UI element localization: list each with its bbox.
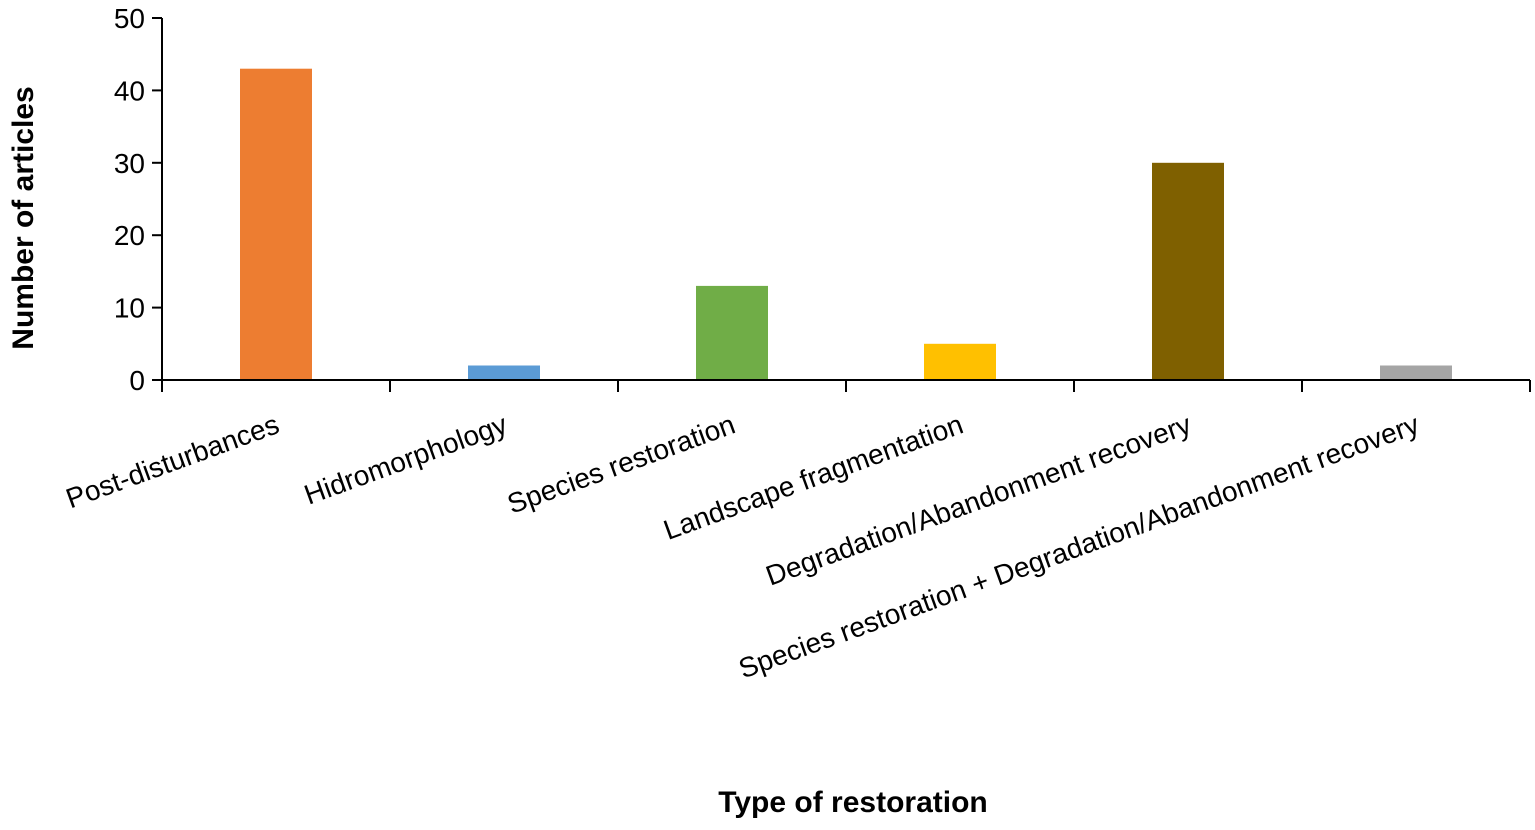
bars-layer [240, 68, 1452, 380]
x-category-label: Hidromorphology [300, 409, 511, 511]
x-category-label: Degradation/Abandonment recovery [762, 409, 1195, 592]
x-category-label: Post-disturbances [62, 409, 283, 515]
y-tick-label: 10 [114, 293, 145, 324]
y-tick-label: 30 [114, 148, 145, 179]
x-axis-title: Type of restoration [718, 786, 987, 819]
y-tick-label: 40 [114, 75, 145, 106]
bar-6 [1380, 365, 1452, 380]
y-tick-label: 0 [129, 365, 145, 396]
bar-5 [1152, 162, 1224, 380]
y-axis-title: Number of articles [7, 86, 40, 349]
bar-2 [468, 365, 540, 380]
y-tick-label: 50 [114, 3, 145, 34]
bar-4 [924, 343, 996, 380]
bar-1 [240, 68, 312, 380]
y-tick-label: 20 [114, 220, 145, 251]
axes-layer [152, 17, 1531, 392]
bar-3 [696, 285, 768, 380]
